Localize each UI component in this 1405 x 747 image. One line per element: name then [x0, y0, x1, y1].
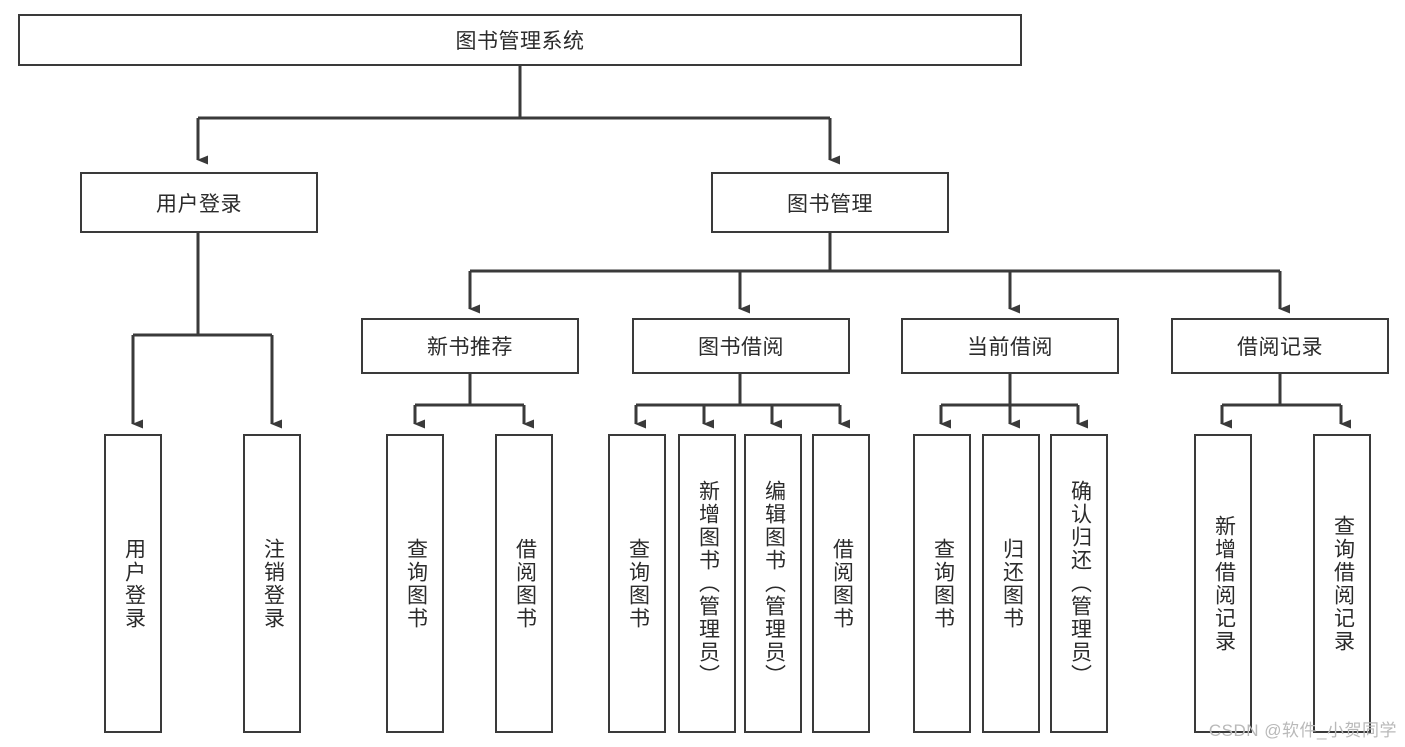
connectors-newbook-to-leaves	[413, 374, 534, 429]
node-current-borrow[interactable]: 当前借阅	[901, 318, 1119, 374]
node-label: 归还图书	[1000, 537, 1024, 630]
node-label: 编辑图书（管理员）	[762, 480, 786, 687]
node-label: 图书管理系统	[455, 30, 585, 53]
node-label: 新书推荐	[427, 336, 513, 359]
node-root-book-management-system[interactable]: 图书管理系统	[18, 14, 1022, 66]
connectors-bookmanage-to-level3	[468, 233, 1290, 314]
connectors-currentborrow-to-leaves	[939, 374, 1088, 429]
node-label: 用户登录	[122, 537, 146, 630]
node-user-login[interactable]: 用户登录	[80, 172, 318, 233]
node-leaf-edit-book-admin[interactable]: 编辑图书（管理员）	[744, 434, 802, 733]
node-leaf-add-book-admin[interactable]: 新增图书（管理员）	[678, 434, 736, 733]
node-label: 新增借阅记录	[1212, 514, 1236, 653]
node-leaf-query-book-borrow[interactable]: 查询图书	[608, 434, 666, 733]
node-label: 图书管理	[787, 192, 873, 216]
connectors-borrowrecord-to-leaves	[1220, 374, 1351, 429]
node-leaf-query-book-current[interactable]: 查询图书	[913, 434, 971, 733]
node-leaf-return-book[interactable]: 归还图书	[982, 434, 1040, 733]
connectors-userlogin-to-leaves	[131, 233, 282, 429]
node-label: 查询借阅记录	[1331, 514, 1355, 653]
node-leaf-query-borrow-record[interactable]: 查询借阅记录	[1313, 434, 1371, 733]
node-leaf-borrow-book-new[interactable]: 借阅图书	[495, 434, 553, 733]
node-label: 查询图书	[404, 537, 428, 630]
node-label: 注销登录	[261, 537, 285, 630]
node-leaf-query-book-new[interactable]: 查询图书	[386, 434, 444, 733]
node-new-book-recommend[interactable]: 新书推荐	[361, 318, 579, 374]
node-leaf-borrow-book-borrow[interactable]: 借阅图书	[812, 434, 870, 733]
node-leaf-add-borrow-record[interactable]: 新增借阅记录	[1194, 434, 1252, 733]
node-label: 查询图书	[626, 537, 650, 630]
node-label: 借阅图书	[513, 537, 537, 630]
node-borrow-record[interactable]: 借阅记录	[1171, 318, 1389, 374]
node-label: 当前借阅	[967, 336, 1053, 359]
node-leaf-user-login[interactable]: 用户登录	[104, 434, 162, 733]
connectors-root-to-level2	[196, 66, 840, 165]
node-label: 查询图书	[931, 537, 955, 630]
node-label: 用户登录	[156, 192, 242, 216]
node-leaf-user-logout[interactable]: 注销登录	[243, 434, 301, 733]
node-leaf-confirm-return-admin[interactable]: 确认归还（管理员）	[1050, 434, 1108, 733]
node-label: 新增图书（管理员）	[696, 480, 720, 687]
node-book-management[interactable]: 图书管理	[711, 172, 949, 233]
node-book-borrow[interactable]: 图书借阅	[632, 318, 850, 374]
node-label: 确认归还（管理员）	[1068, 480, 1092, 687]
node-label: 图书借阅	[698, 336, 784, 359]
connectors-bookborrow-to-leaves	[634, 374, 850, 429]
node-label: 借阅记录	[1237, 336, 1323, 359]
node-label: 借阅图书	[830, 537, 854, 630]
